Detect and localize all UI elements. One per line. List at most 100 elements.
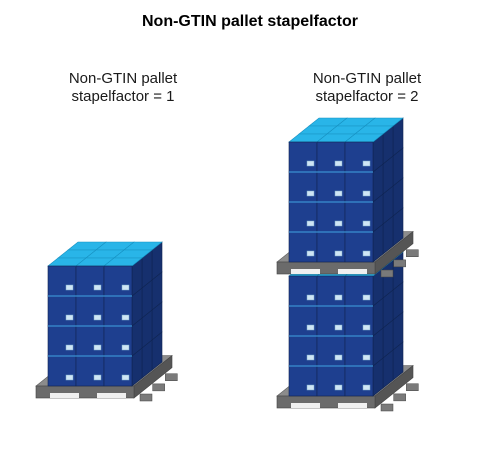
box-front bbox=[47, 325, 77, 357]
box bbox=[103, 317, 143, 357]
box-front bbox=[103, 355, 133, 387]
box-label bbox=[334, 250, 343, 257]
box-front bbox=[288, 141, 318, 173]
box bbox=[344, 327, 384, 367]
box-front bbox=[344, 335, 374, 367]
box-front bbox=[47, 295, 77, 327]
box-front bbox=[316, 171, 346, 203]
box bbox=[288, 201, 318, 233]
box-label bbox=[306, 190, 315, 197]
box bbox=[316, 335, 346, 367]
box bbox=[288, 171, 318, 203]
box-label bbox=[306, 384, 315, 391]
box bbox=[344, 267, 384, 307]
box-front bbox=[75, 355, 105, 387]
stack-stapelfactor-2 bbox=[276, 117, 419, 412]
box-label bbox=[362, 384, 371, 391]
box-label bbox=[362, 354, 371, 361]
box-label bbox=[334, 384, 343, 391]
box bbox=[47, 355, 77, 387]
box bbox=[288, 335, 318, 367]
box bbox=[75, 325, 105, 357]
box-label bbox=[93, 314, 102, 321]
box-label bbox=[93, 374, 102, 381]
box bbox=[123, 241, 163, 281]
box bbox=[288, 365, 318, 397]
pallet-block bbox=[380, 403, 394, 412]
box-label bbox=[334, 220, 343, 227]
box-label bbox=[362, 220, 371, 227]
pallet-block bbox=[406, 383, 419, 391]
box-label bbox=[306, 294, 315, 301]
pallet-block bbox=[380, 269, 394, 278]
box-label bbox=[362, 294, 371, 301]
box bbox=[47, 325, 77, 357]
box bbox=[344, 297, 384, 337]
box bbox=[47, 257, 87, 297]
box-front bbox=[75, 295, 105, 327]
pallet-block bbox=[393, 259, 406, 268]
box-label bbox=[121, 284, 130, 291]
box-label bbox=[334, 190, 343, 197]
box-front bbox=[344, 275, 374, 307]
pallet-gap bbox=[97, 393, 126, 398]
box-label bbox=[362, 250, 371, 257]
box bbox=[354, 125, 394, 165]
box-label bbox=[65, 314, 74, 321]
box-label bbox=[306, 324, 315, 331]
box-front bbox=[288, 201, 318, 233]
caption-line-2: stapelfactor = 2 bbox=[315, 88, 419, 105]
box bbox=[316, 201, 346, 233]
box-label bbox=[121, 314, 130, 321]
box-front bbox=[344, 141, 374, 173]
box-front bbox=[316, 231, 346, 263]
pallet-gap bbox=[338, 269, 367, 274]
pallet-gap bbox=[291, 403, 320, 408]
caption-line-2: stapelfactor = 1 bbox=[71, 88, 175, 105]
box-label bbox=[334, 354, 343, 361]
box-label bbox=[121, 344, 130, 351]
box-front bbox=[47, 355, 77, 387]
box-front bbox=[344, 171, 374, 203]
pallet-gap bbox=[291, 269, 320, 274]
box bbox=[344, 223, 384, 263]
box-front bbox=[75, 265, 105, 297]
box-front bbox=[288, 335, 318, 367]
pallet-block bbox=[139, 393, 153, 402]
box-label bbox=[362, 190, 371, 197]
box-front bbox=[344, 201, 374, 233]
box-label bbox=[121, 374, 130, 381]
box-front bbox=[316, 275, 346, 307]
box bbox=[103, 287, 143, 327]
box-front bbox=[316, 335, 346, 367]
box-front bbox=[288, 305, 318, 337]
box bbox=[316, 133, 356, 173]
box-front bbox=[103, 325, 133, 357]
box-label bbox=[65, 284, 74, 291]
box bbox=[47, 295, 77, 327]
box bbox=[103, 347, 143, 387]
stack-stapelfactor-1 bbox=[35, 241, 178, 402]
box bbox=[75, 257, 115, 297]
box-label bbox=[65, 374, 74, 381]
box-front bbox=[316, 365, 346, 397]
box-label bbox=[334, 160, 343, 167]
box-label bbox=[306, 250, 315, 257]
box-front bbox=[288, 171, 318, 203]
pallet-gap bbox=[338, 403, 367, 408]
diagram-title: Non-GTIN pallet stapelfactor bbox=[141, 13, 359, 30]
box-front bbox=[316, 201, 346, 233]
box bbox=[75, 295, 105, 327]
box-front bbox=[288, 365, 318, 397]
box bbox=[316, 231, 346, 263]
box-front bbox=[316, 141, 346, 173]
box bbox=[344, 163, 384, 203]
box bbox=[364, 117, 404, 157]
box-front bbox=[344, 365, 374, 397]
box bbox=[344, 133, 384, 173]
box-label bbox=[334, 294, 343, 301]
pallet-block bbox=[406, 249, 419, 257]
box-label bbox=[93, 344, 102, 351]
pallet-block bbox=[152, 383, 165, 392]
box bbox=[316, 171, 346, 203]
